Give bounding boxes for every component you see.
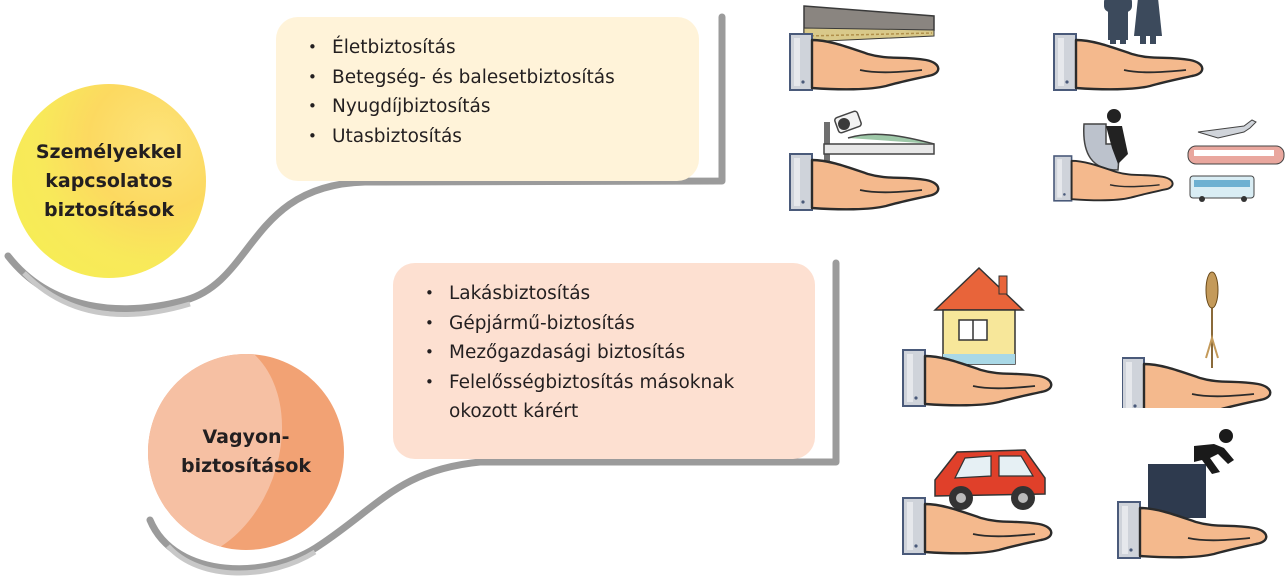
personal-insurance-box: Életbiztosítás Betegség- és balesetbizto… <box>276 17 699 181</box>
personal-insurance-list: Életbiztosítás Betegség- és balesetbizto… <box>300 33 673 151</box>
list-item: Betegség- és balesetbiztosítás <box>300 63 673 93</box>
hand-with-coffin-icon <box>788 5 940 92</box>
list-item: Nyugdíjbiztosítás <box>300 92 673 122</box>
list-item: Gépjármű-biztosítás <box>417 309 789 339</box>
list-item: Felelősségbiztosítás másoknak okozott ká… <box>417 368 789 427</box>
list-item: Utasbiztosítás <box>300 122 673 152</box>
list-item: Lakásbiztosítás <box>417 279 789 309</box>
hand-with-house-icon <box>901 266 1053 408</box>
hand-with-hospital-bed-icon <box>788 110 940 212</box>
list-item: Mezőgazdasági biztosítás <box>417 338 789 368</box>
hand-with-car-icon <box>901 449 1053 556</box>
property-insurance-box: Lakásbiztosítás Gépjármű-biztosítás Mező… <box>393 263 815 459</box>
list-item: Életbiztosítás <box>300 33 673 63</box>
personal-insurance-title: Személyekkel kapcsolatos biztosítások <box>35 140 183 221</box>
property-insurance-title: Vagyon- biztosítások <box>180 426 312 477</box>
hand-with-family-icon <box>1052 0 1204 92</box>
personal-insurance-circle: Személyekkel kapcsolatos biztosítások <box>12 84 206 278</box>
hand-with-travel-passenger-icon <box>1053 109 1285 202</box>
property-insurance-circle: Vagyon- biztosítások <box>148 354 344 550</box>
hand-with-falling-person-icon <box>1116 429 1268 560</box>
property-insurance-list: Lakásbiztosítás Gépjármű-biztosítás Mező… <box>417 279 789 427</box>
hand-with-wheat-icon <box>1122 271 1272 408</box>
property-connector <box>146 259 840 573</box>
personal-connector <box>4 13 726 313</box>
